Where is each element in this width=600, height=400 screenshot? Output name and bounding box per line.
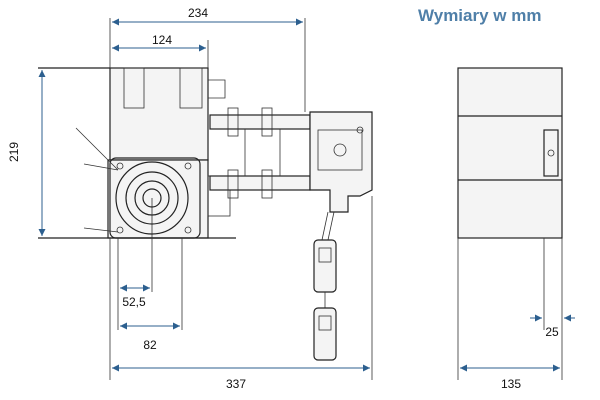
side-view bbox=[457, 67, 563, 380]
dimension-label-234: 234 bbox=[188, 6, 208, 20]
drum bbox=[109, 157, 201, 239]
dimension-234: 234 bbox=[109, 6, 306, 112]
motor-housing bbox=[109, 67, 209, 161]
dimension-135: 135 bbox=[460, 364, 560, 391]
leader-line bbox=[75, 127, 119, 171]
dimension-label-337: 337 bbox=[226, 377, 246, 391]
dimension-82: 82 bbox=[117, 238, 183, 352]
housing-terminal-left bbox=[123, 67, 145, 109]
dimension-52-5: 52,5 bbox=[117, 198, 153, 309]
front-view bbox=[38, 67, 373, 361]
dimension-25: 25 bbox=[530, 314, 575, 339]
cable-gland bbox=[208, 79, 226, 99]
dimension-label-25: 25 bbox=[545, 325, 559, 339]
units-title: Wymiary w mm bbox=[418, 6, 542, 25]
dimension-label-52-5: 52,5 bbox=[122, 295, 146, 309]
dimension-label-82: 82 bbox=[143, 338, 157, 352]
leader-line bbox=[83, 227, 119, 233]
dimension-label-219: 219 bbox=[7, 142, 21, 162]
dimension-219: 219 bbox=[7, 70, 46, 236]
housing-terminal-right bbox=[179, 67, 203, 109]
side-shaft-boss bbox=[543, 129, 559, 177]
pendant-switches bbox=[313, 211, 337, 361]
dimension-337: 337 bbox=[109, 196, 373, 391]
gearbox-body bbox=[107, 159, 209, 239]
dimension-label-135: 135 bbox=[501, 377, 521, 391]
leader-line bbox=[83, 163, 119, 171]
dimension-124: 124 bbox=[112, 33, 209, 68]
limit-switch-assembly bbox=[209, 107, 311, 199]
dimension-label-124: 124 bbox=[152, 33, 172, 47]
control-box bbox=[309, 111, 373, 213]
